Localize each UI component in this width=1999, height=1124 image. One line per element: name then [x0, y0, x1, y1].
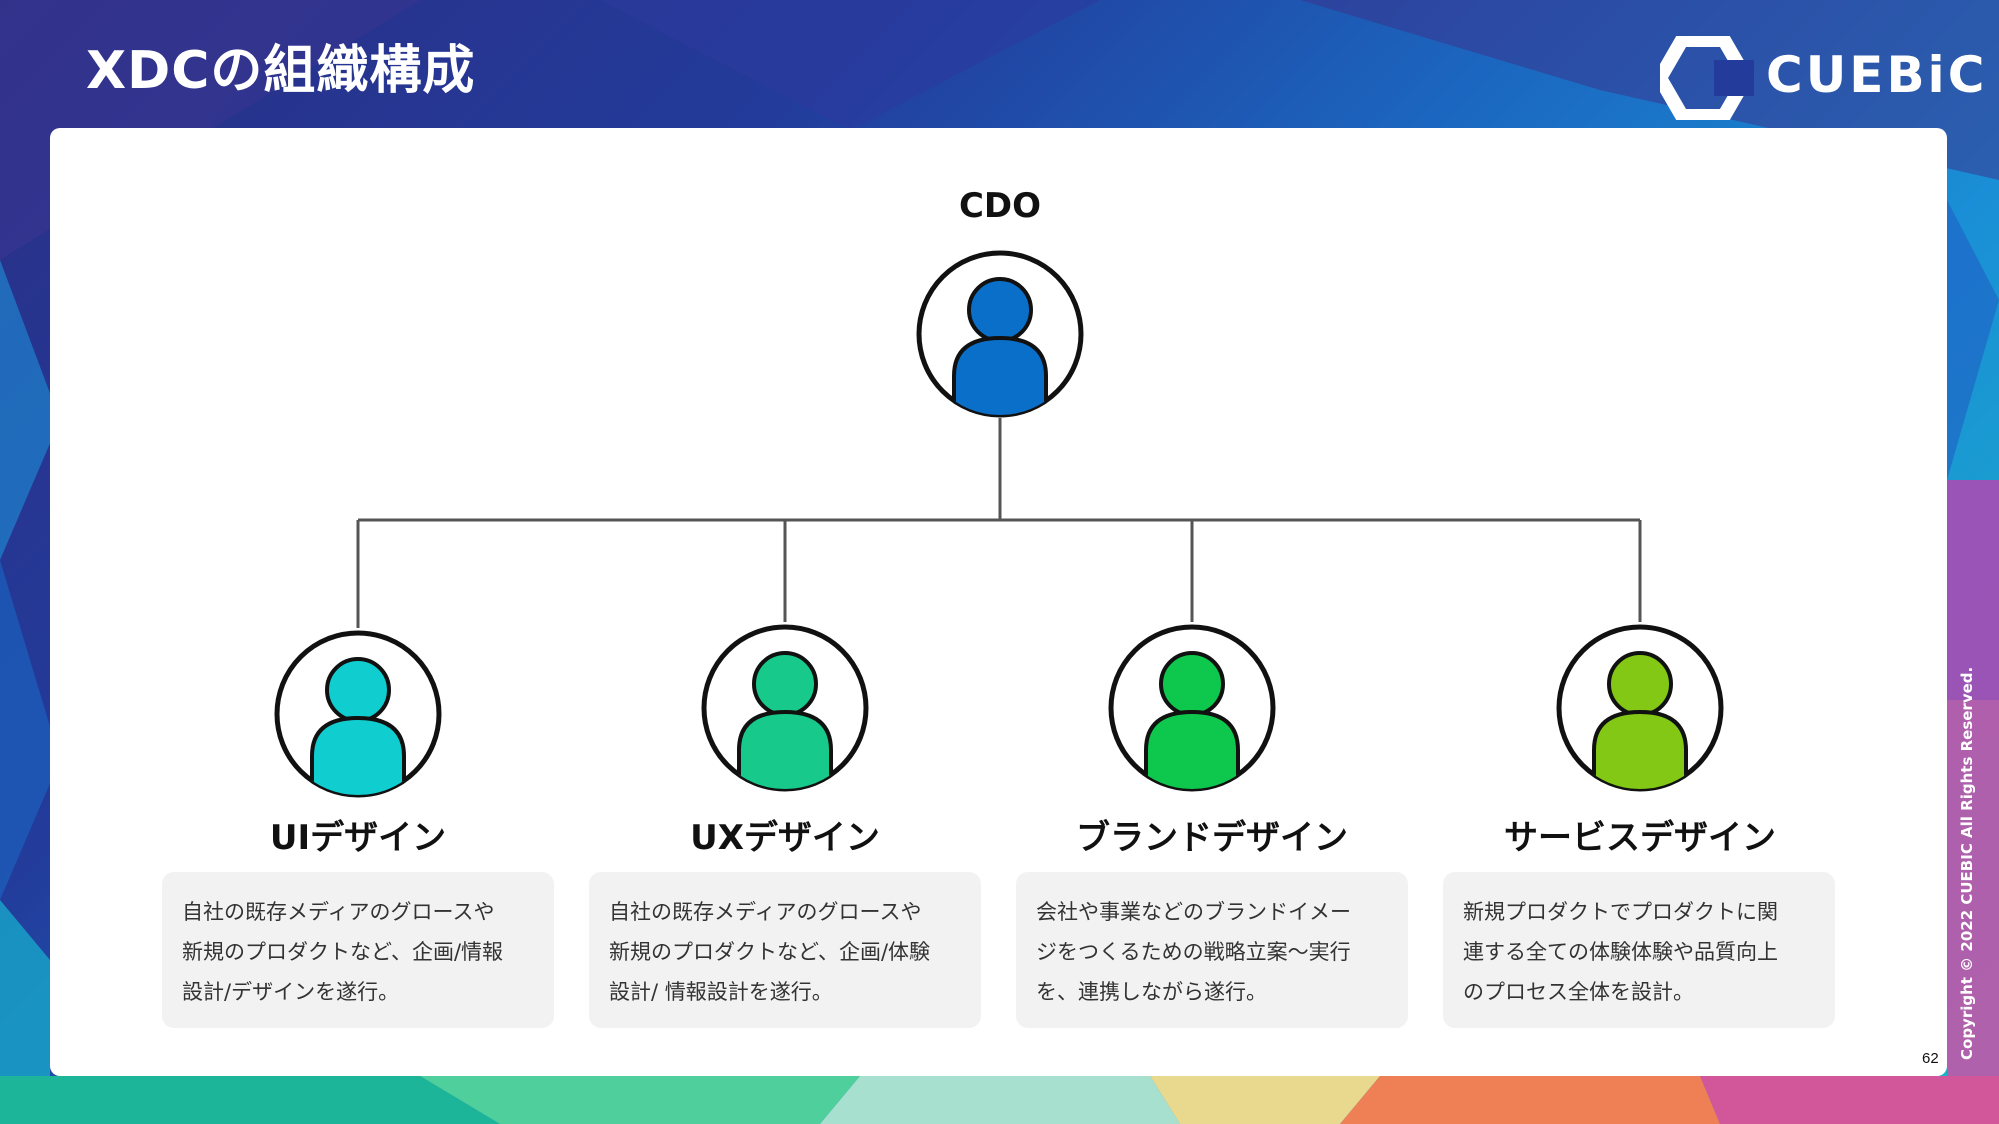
description-line: 設計/ 情報設計を遂行。	[609, 980, 833, 1004]
team-description-service: 新規プロダクトでプロダクトに関 連する全ての体験体験や品質向上 のプロセス全体を…	[1443, 872, 1835, 1028]
description-line: 自社の既存メディアのグロースや	[609, 900, 922, 924]
team-description-ux: 自社の既存メディアのグロースや 新規のプロダクトなど、企画/体験 設計/ 情報設…	[589, 872, 981, 1028]
description-line: 新規プロダクトでプロダクトに関	[1463, 900, 1778, 924]
description-line: 自社の既存メディアのグロースや	[182, 900, 495, 924]
team-label-service: サービスデザイン	[1504, 818, 1776, 858]
cuebic-logo-icon	[1660, 36, 1755, 120]
service-design-person-icon	[1556, 624, 1724, 792]
description-line: 会社や事業などのブランドイメー	[1036, 900, 1351, 924]
description-line: のプロセス全体を設計。	[1463, 980, 1694, 1004]
cdo-person-icon	[916, 250, 1084, 418]
content-card: CDO UIデザイン 自社の既存メディアのグロースや 新規のプロダクトなど、企画…	[50, 128, 1947, 1076]
copyright-notice: Copyright © 2022 CUEBIC All Rights Reser…	[1958, 666, 1976, 1060]
ui-design-person-icon	[274, 630, 442, 798]
description-line: 新規のプロダクトなど、企画/体験	[609, 940, 931, 964]
brand-design-person-icon	[1108, 624, 1276, 792]
team-label-ui: UIデザイン	[269, 818, 447, 858]
org-chart-connectors	[356, 418, 1642, 628]
brand-name: CUEBiC	[1766, 46, 1988, 104]
description-line: 連する全ての体験体験や品質向上	[1463, 940, 1778, 964]
team-description-ui: 自社の既存メディアのグロースや 新規のプロダクトなど、企画/情報 設計/デザイン…	[162, 872, 554, 1028]
description-line: を、連携しながら遂行。	[1036, 980, 1267, 1004]
page-number: 62	[1922, 1050, 1939, 1067]
cdo-label: CDO	[958, 186, 1042, 226]
slide-title: XDCの組織構成	[86, 41, 476, 101]
team-label-ux: UXデザイン	[690, 818, 880, 858]
description-line: ジをつくるための戦略立案〜実行	[1036, 940, 1351, 964]
team-description-brand: 会社や事業などのブランドイメー ジをつくるための戦略立案〜実行 を、連携しながら…	[1016, 872, 1408, 1028]
description-line: 設計/デザインを遂行。	[182, 980, 400, 1004]
description-line: 新規のプロダクトなど、企画/情報	[182, 940, 504, 964]
team-label-brand: ブランドデザイン	[1076, 818, 1348, 858]
ux-design-person-icon	[701, 624, 869, 792]
